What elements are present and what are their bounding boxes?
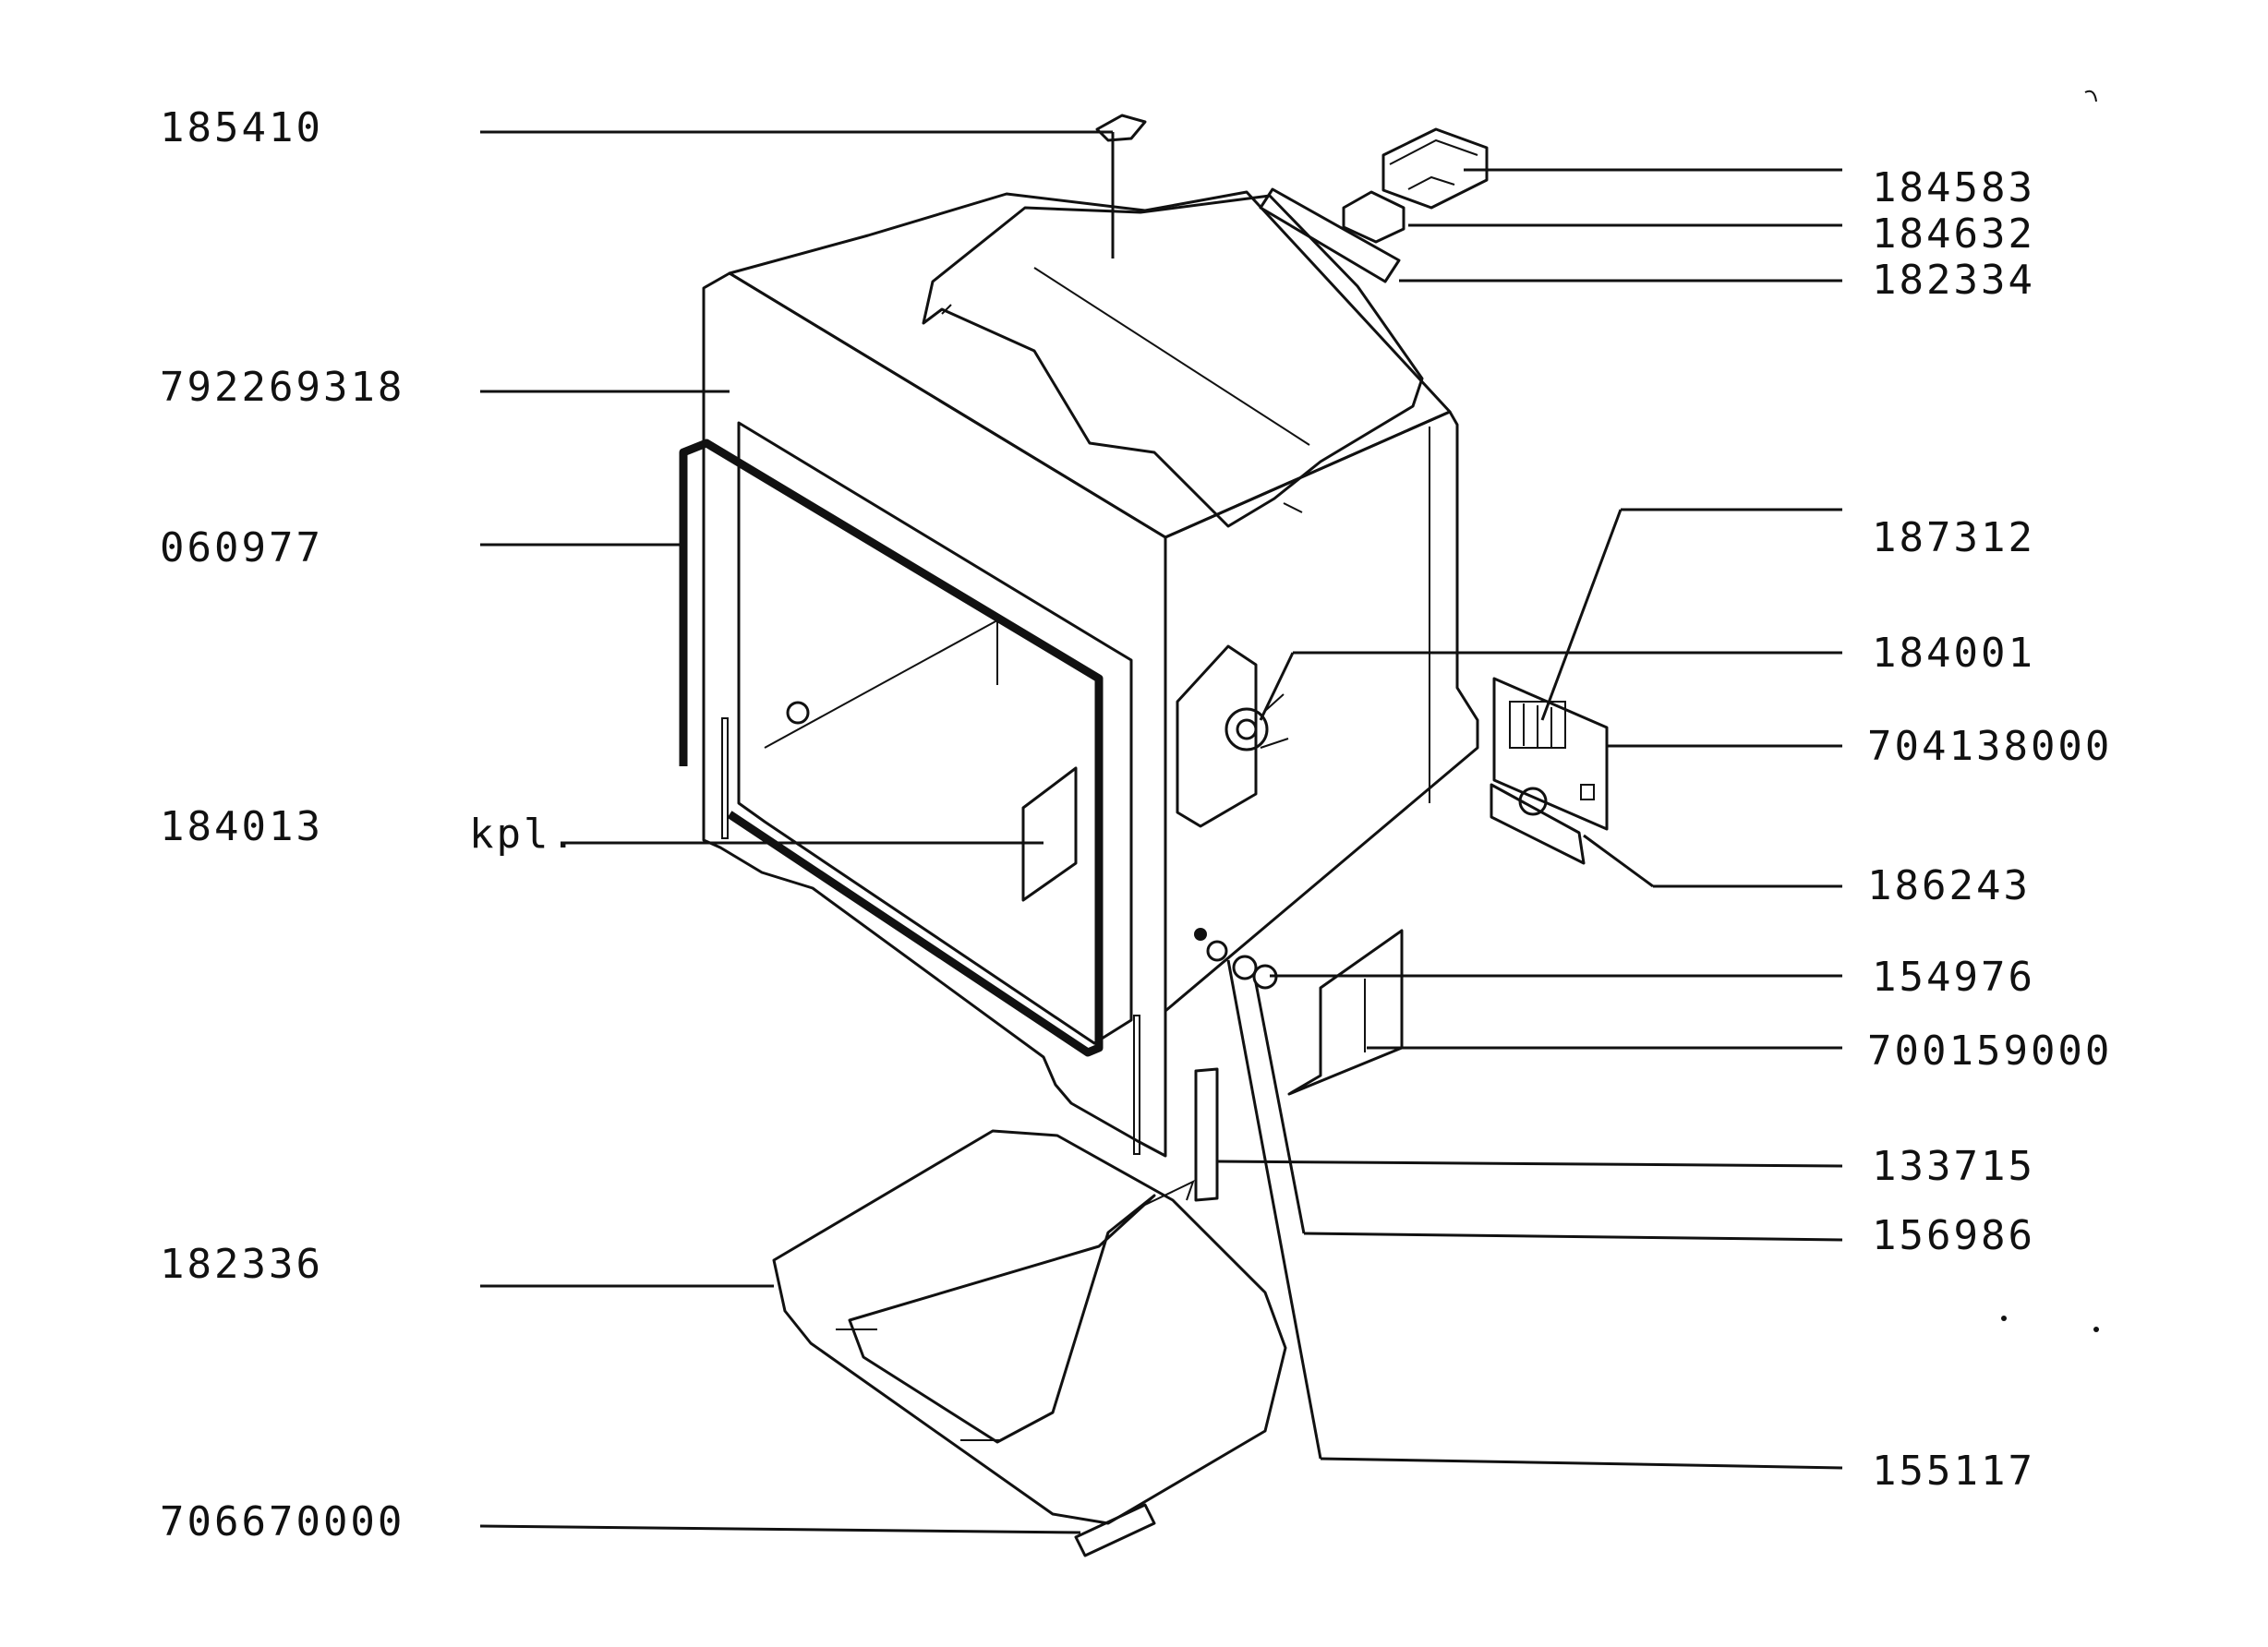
slot-right: [1133, 1015, 1140, 1155]
label-184013: 184013: [160, 803, 323, 850]
oven-cavity-body: [702, 190, 1479, 1158]
label-182334: 182334: [1872, 257, 2035, 304]
label-792269318: 792269318: [160, 364, 404, 411]
bottom-heating-element-182336: [772, 1129, 1287, 1525]
board-screw: [1580, 784, 1595, 800]
leader-155117-diag: [1226, 959, 1322, 1460]
block-133715: [1194, 1067, 1219, 1202]
leader-184001-diag: [1259, 652, 1295, 721]
clip-706670000: [1074, 1503, 1156, 1557]
component-184001-knob: [1224, 707, 1269, 751]
leader-186243-diag: [1583, 834, 1654, 888]
inner-floor-line: [764, 619, 998, 749]
gasket-184632: [1342, 190, 1405, 244]
label-706670000: 706670000: [160, 1498, 404, 1545]
door-opening: [737, 421, 1133, 1045]
component-184001: [1176, 644, 1289, 828]
component-184001-wires: [1260, 693, 1289, 749]
bottom-element-inner-loop: [848, 1194, 1156, 1444]
lamp-port: [786, 701, 810, 725]
label-186243: 186243: [1867, 862, 2031, 909]
label-704138000: 704138000: [1867, 723, 2112, 770]
slot-left: [721, 717, 729, 839]
door-seal-060977: [679, 439, 1104, 1057]
hole-dot: [1194, 928, 1207, 941]
label-182336: 182336: [160, 1241, 323, 1288]
label-184632: 184632: [1872, 210, 2035, 258]
nut-154976: [1252, 964, 1278, 990]
leader-156986: [1303, 1232, 1843, 1242]
bracket-186243-grommet: [1518, 787, 1548, 816]
label-154976: 154976: [1872, 954, 2035, 1001]
terminal-housing-184583: [1381, 127, 1489, 210]
leader-lines: [479, 130, 1843, 1534]
data-plate-184013: [1021, 766, 1078, 902]
label-187312: 187312: [1872, 514, 2035, 561]
top-ridge: [1033, 267, 1310, 446]
clip-185410: [1095, 114, 1147, 142]
label-133715: 133715: [1872, 1143, 2035, 1190]
component-184001-housing: [1176, 644, 1258, 828]
label-060977: 060977: [160, 524, 323, 571]
label-700159000: 700159000: [1867, 1028, 2112, 1075]
leader-187312-diag: [1540, 509, 1623, 721]
leader-155117: [1320, 1457, 1843, 1470]
leader-156986-diag: [1254, 982, 1306, 1234]
component-184001-knob-center: [1236, 718, 1258, 740]
bracket-182334: [1259, 187, 1401, 283]
terminal-board-plate: [1492, 677, 1609, 831]
bottom-element-terminals: [836, 1180, 1195, 1441]
label-184583: 184583: [1872, 164, 2035, 211]
label-156986: 156986: [1872, 1212, 2035, 1259]
element-terminals: [941, 304, 1303, 513]
label-kpl: kpl.: [469, 811, 578, 858]
label-155117: 155117: [1872, 1448, 2035, 1495]
cover-700159000: [1287, 929, 1404, 1096]
scan-dot-1: [2001, 1316, 2007, 1321]
terminal-board-704138000: [1492, 677, 1609, 831]
screw-155117: [1206, 940, 1228, 962]
terminal-housing-detail: [1389, 138, 1478, 190]
right-side-panel: [1164, 410, 1479, 1013]
leader-133715: [1216, 1160, 1843, 1168]
top-panel: [728, 190, 1452, 539]
scan-mark: [2084, 90, 2097, 102]
top-heating-element-182334: [922, 194, 1424, 528]
leader-706670000: [479, 1524, 1081, 1534]
bracket-186243: [1490, 783, 1586, 865]
washer-156986: [1232, 955, 1258, 980]
label-184001: 184001: [1872, 630, 2035, 677]
label-185410: 185410: [160, 104, 323, 151]
scan-dot-2: [2093, 1327, 2099, 1332]
